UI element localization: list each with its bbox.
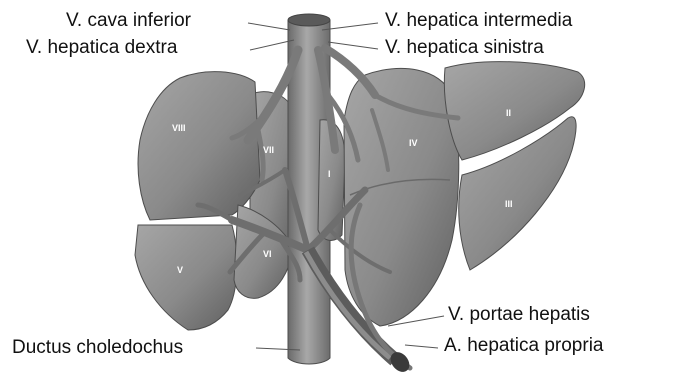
label-hepatica-intermedia: V. hepatica intermedia	[385, 11, 572, 30]
segment-label-i: I	[328, 170, 331, 179]
label-portae-hepatis: V. portae hepatis	[448, 305, 590, 324]
label-vena-cava-inferior: V. cava inferior	[66, 11, 191, 30]
segment-label-iv: IV	[409, 139, 418, 148]
segment-label-iii: III	[505, 200, 513, 209]
segment-label-v: V	[177, 266, 183, 275]
segment-label-vii: VII	[263, 146, 274, 155]
segment-v-lobe	[135, 225, 237, 330]
segment-label-viii: VIII	[172, 124, 186, 133]
label-ductus-choledochus: Ductus choledochus	[12, 338, 183, 357]
segment-viii-lobe	[138, 72, 260, 220]
vena-cava-opening	[288, 14, 330, 26]
label-hepatica-sinistra: V. hepatica sinistra	[385, 38, 544, 57]
segment-label-vi: VI	[263, 250, 272, 259]
label-hepatica-dextra: V. hepatica dextra	[26, 38, 177, 57]
segment-label-ii: II	[506, 109, 511, 118]
label-hepatica-propria: A. hepatica propria	[444, 336, 604, 355]
